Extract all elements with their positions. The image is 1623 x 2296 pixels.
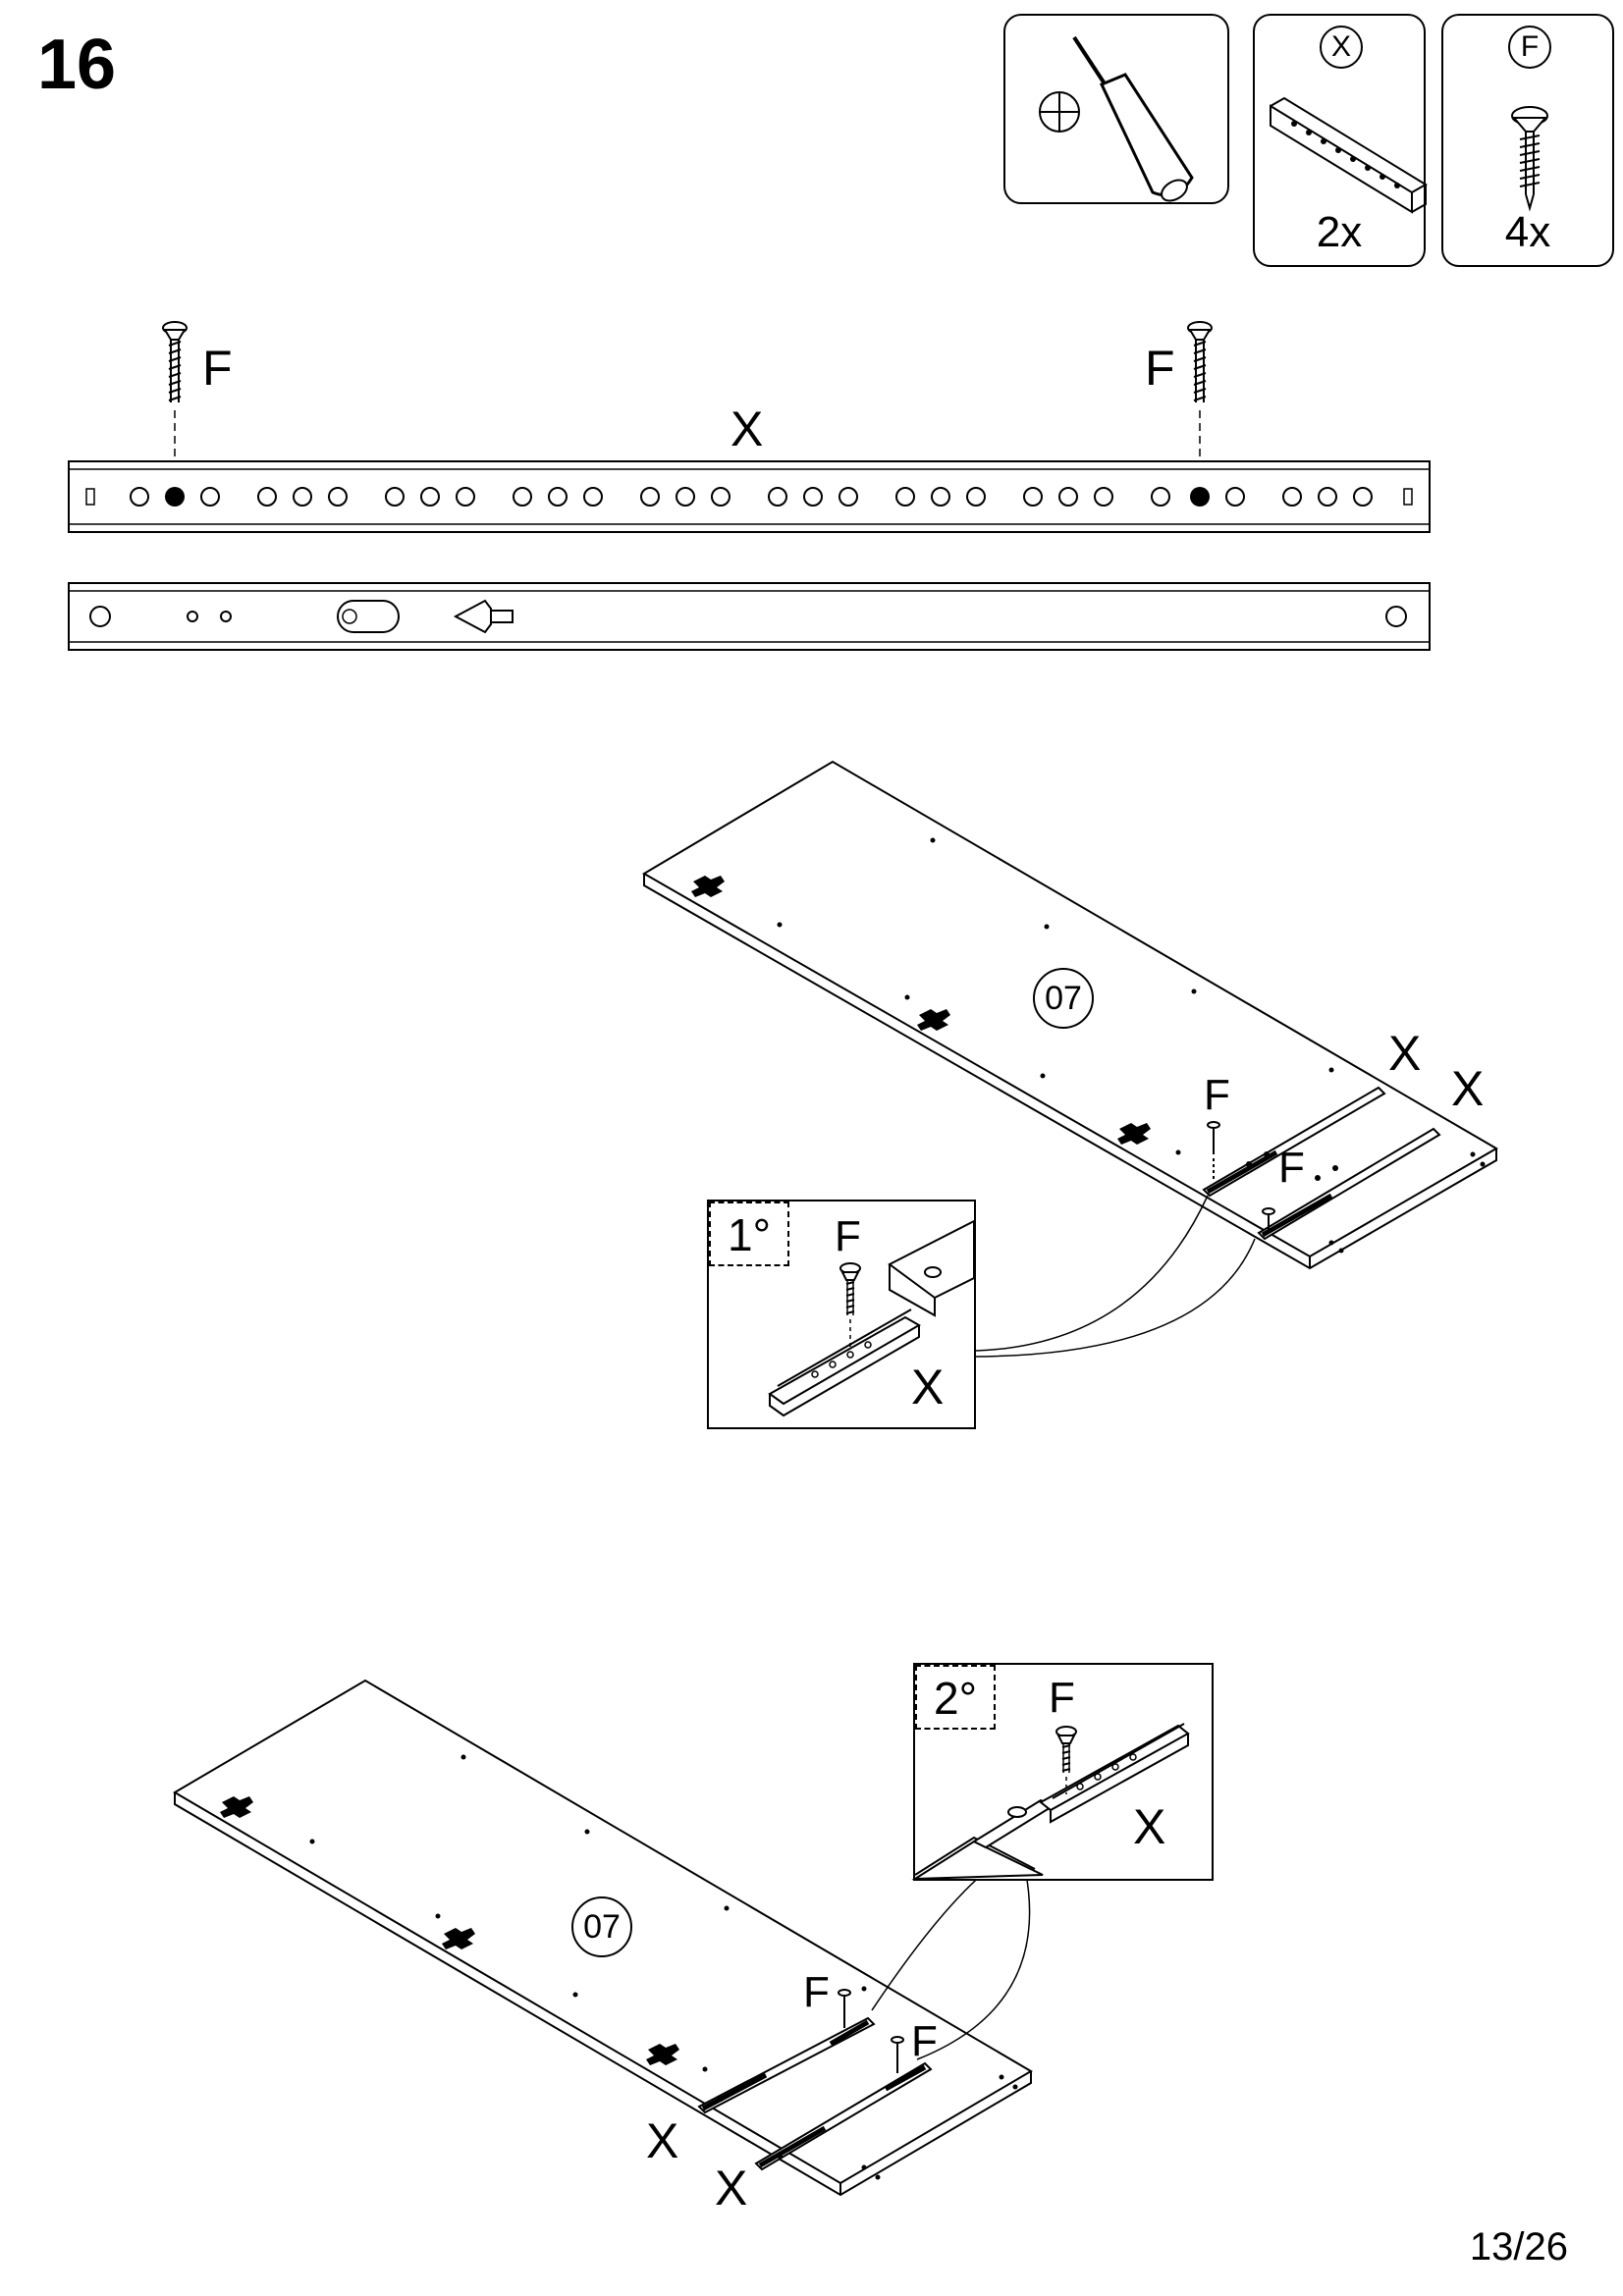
detail-1-screw-label: F — [835, 1212, 861, 1260]
tool-card — [1003, 14, 1229, 204]
rail-top-view — [68, 460, 1431, 533]
detail-box-2: 2° F X — [911, 1663, 1214, 1881]
part-qty-rail: 2x — [1316, 208, 1363, 256]
sub-step-1: 1° — [709, 1201, 789, 1266]
part-card-screw: F 4x — [1441, 14, 1614, 267]
detail-1-rail-label: X — [911, 1360, 945, 1415]
part-letter-rail: X — [1320, 26, 1363, 69]
part-qty-screw: 4x — [1504, 208, 1551, 256]
rail-part-icon — [1270, 96, 1428, 214]
rails-on-panel-2 — [697, 2016, 933, 2171]
assembly-2-rail-label-b: X — [715, 2161, 748, 2216]
panel-label-2: 07 — [571, 1896, 632, 1957]
page-number: 13/26 — [1469, 2225, 1568, 2269]
screw-right-label: F — [1145, 341, 1175, 396]
rail-side-view — [68, 582, 1431, 651]
detail-2-screw-label: F — [1049, 1674, 1075, 1722]
assembly-2-screw-label-a: F — [803, 1968, 830, 2016]
part-letter-screw: F — [1508, 26, 1551, 69]
assembly-1-rail-label-b: X — [1451, 1061, 1485, 1116]
detail-1-drawing — [768, 1219, 975, 1417]
assembly-1-screw-label-a: F — [1204, 1071, 1230, 1119]
sub-step-2: 2° — [915, 1665, 996, 1730]
detail-2-rail-label: X — [1133, 1799, 1166, 1854]
assembly-2-rail-label-a: X — [646, 2113, 679, 2168]
cam-connector-icon — [691, 876, 1151, 1145]
cam-connector-icon — [220, 1796, 679, 2065]
rail-diagram — [68, 321, 1431, 651]
screwdriver-icon — [1039, 35, 1194, 202]
screws-on-panel-2 — [838, 1989, 904, 2073]
panel-label-1: 07 — [1033, 968, 1094, 1029]
detail-2-drawing — [911, 1723, 1190, 1881]
assembly-1-rail-label-a: X — [1388, 1026, 1422, 1081]
assembly-2-screw-label-b: F — [911, 2017, 938, 2065]
screws-on-panel-1 — [1207, 1121, 1275, 1233]
rails-on-panel-1 — [1202, 1086, 1441, 1241]
screw-left-label: F — [202, 341, 233, 396]
assembly-1-screw-label-b: F — [1278, 1144, 1305, 1192]
rail-label: X — [730, 401, 764, 456]
part-card-rail: X 2x — [1253, 14, 1428, 267]
step-number: 16 — [37, 26, 117, 104]
screw-icon — [1511, 106, 1548, 212]
detail-box-1: 1° F X — [707, 1200, 976, 1429]
